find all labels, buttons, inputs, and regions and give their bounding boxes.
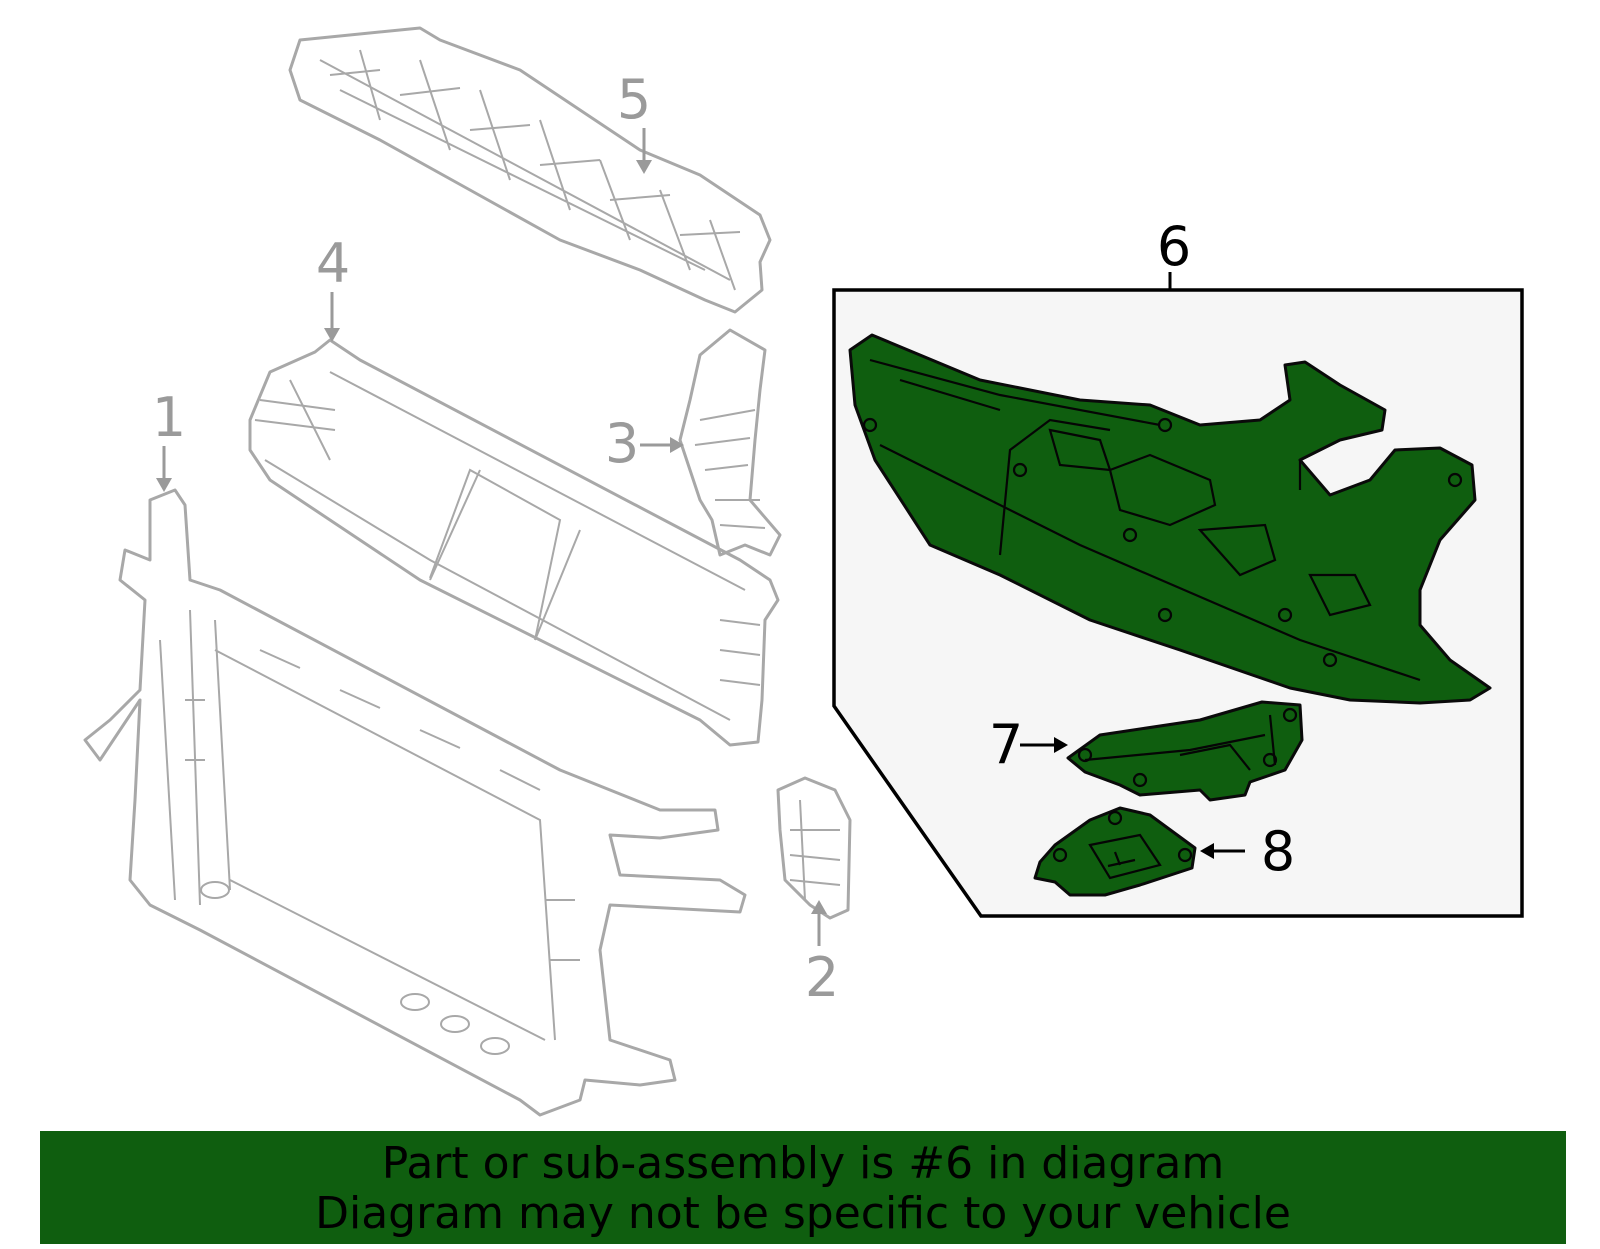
- callout-label-3: 3: [605, 412, 639, 475]
- banner-line-1: Part or sub-assembly is #6 in diagram: [381, 1138, 1225, 1189]
- callout-6: 6: [1157, 215, 1191, 290]
- part-7-cover-piece[interactable]: [1066, 700, 1304, 802]
- callout-1: 1: [152, 386, 186, 492]
- callout-label-1: 1: [152, 386, 186, 449]
- part-8-cover-piece[interactable]: [1033, 806, 1197, 897]
- callout-label-2: 2: [805, 946, 839, 1009]
- callout-label-4: 4: [316, 232, 350, 295]
- part-6-under-cover[interactable]: [848, 333, 1492, 705]
- callout-7: 7: [989, 713, 1068, 776]
- banner-line-2: Diagram may not be specific to your vehi…: [315, 1188, 1291, 1239]
- callout-label-6: 6: [1157, 215, 1191, 278]
- info-banner: Part or sub-assembly is #6 in diagram Di…: [40, 1131, 1566, 1244]
- part-5-upper-shield[interactable]: [288, 26, 772, 314]
- part-1-radiator-support[interactable]: [83, 488, 747, 1117]
- callout-label-7: 7: [989, 713, 1023, 776]
- callout-3: 3: [605, 412, 684, 475]
- callout-4: 4: [316, 232, 350, 342]
- callout-label-8: 8: [1261, 820, 1295, 883]
- callout-label-5: 5: [617, 68, 651, 131]
- part-2-bracket[interactable]: [776, 776, 852, 920]
- callout-5: 5: [617, 68, 652, 174]
- callout-2: 2: [805, 900, 839, 1009]
- callout-8: 8: [1200, 820, 1295, 883]
- part-4-air-guide[interactable]: [248, 338, 780, 747]
- part-3-side-bracket[interactable]: [678, 328, 782, 557]
